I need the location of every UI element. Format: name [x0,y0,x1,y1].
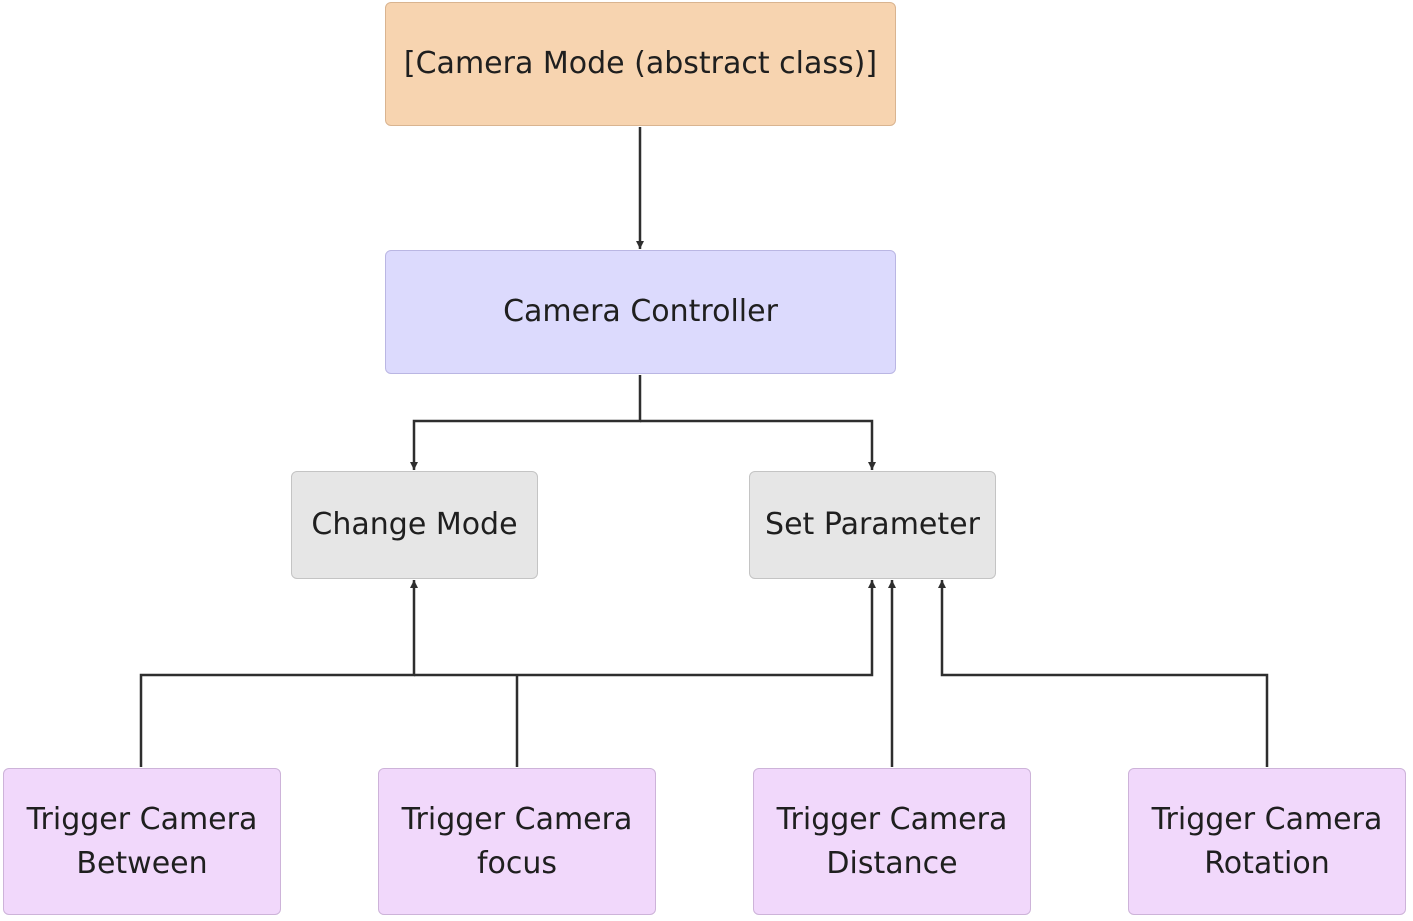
node-camera-mode-label: [Camera Mode (abstract class)] [403,46,878,81]
node-camera-mode: [Camera Mode (abstract class)] [385,2,896,126]
edge-camera-controller-to-change-mode [410,375,642,470]
node-trigger-camera-rotation-label: Trigger Camera Rotation [1151,801,1383,881]
edge-trigger-between-to-change-mode [139,580,418,767]
node-trigger-camera-distance: Trigger Camera Distance [753,768,1031,915]
node-camera-controller: Camera Controller [385,250,896,374]
node-trigger-camera-focus: Trigger Camera focus [378,768,656,915]
node-trigger-camera-rotation: Trigger Camera Rotation [1128,768,1406,915]
edge-trigger-focus-to-set-parameter [414,580,872,767]
node-change-mode-label: Change Mode [311,507,518,542]
node-trigger-camera-distance-label: Trigger Camera Distance [776,801,1008,881]
node-trigger-camera-focus-label: Trigger Camera focus [401,801,633,881]
edge-trigger-rotation-to-set-parameter [938,580,1269,767]
node-trigger-camera-between-label: Trigger Camera Between [26,801,258,881]
node-set-parameter: Set Parameter [749,471,996,579]
edge-camera-controller-to-set-parameter [640,419,876,470]
node-change-mode: Change Mode [291,471,538,579]
node-set-parameter-label: Set Parameter [765,507,980,542]
node-camera-controller-label: Camera Controller [503,294,778,329]
node-trigger-camera-between: Trigger Camera Between [3,768,281,915]
